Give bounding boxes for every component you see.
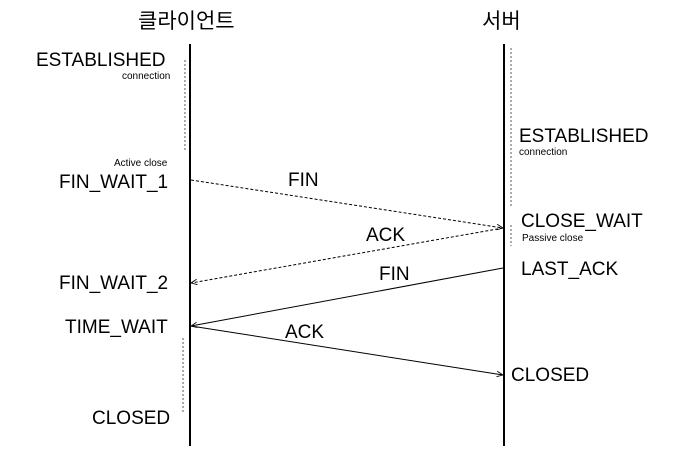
fin-arrow-client-to-server <box>190 179 503 228</box>
server-established-note: connection <box>519 147 568 158</box>
server-state-close-wait: CLOSE_WAIT <box>521 211 643 232</box>
fin-arrow-server-to-client <box>191 267 504 326</box>
client-state-fin-wait-1: FIN_WAIT_1 <box>59 172 169 193</box>
client-active-close-note: Active close <box>114 158 168 169</box>
client-state-closed: CLOSED <box>92 408 171 429</box>
server-state-last-ack: LAST_ACK <box>521 259 619 280</box>
client-state-time-wait: TIME_WAIT <box>65 317 168 338</box>
client-established-note: connection <box>122 71 171 82</box>
server-state-closed: CLOSED <box>511 365 590 386</box>
server-state-established: ESTABLISHED <box>519 126 649 147</box>
server-header: 서버 <box>482 9 521 33</box>
fin-message-label-2: FIN <box>379 264 410 285</box>
ack-message-label-2: ACK <box>285 322 325 343</box>
server-passive-close-note: Passive close <box>522 233 584 244</box>
ack-arrow-client-to-server <box>190 325 503 375</box>
ack-message-label: ACK <box>366 225 406 246</box>
client-state-fin-wait-2: FIN_WAIT_2 <box>59 273 169 294</box>
client-state-established: ESTABLISHED <box>36 50 166 71</box>
ack-arrow-server-to-client <box>191 227 504 283</box>
client-header: 클라이언트 <box>138 9 235 33</box>
fin-message-label: FIN <box>288 170 319 191</box>
